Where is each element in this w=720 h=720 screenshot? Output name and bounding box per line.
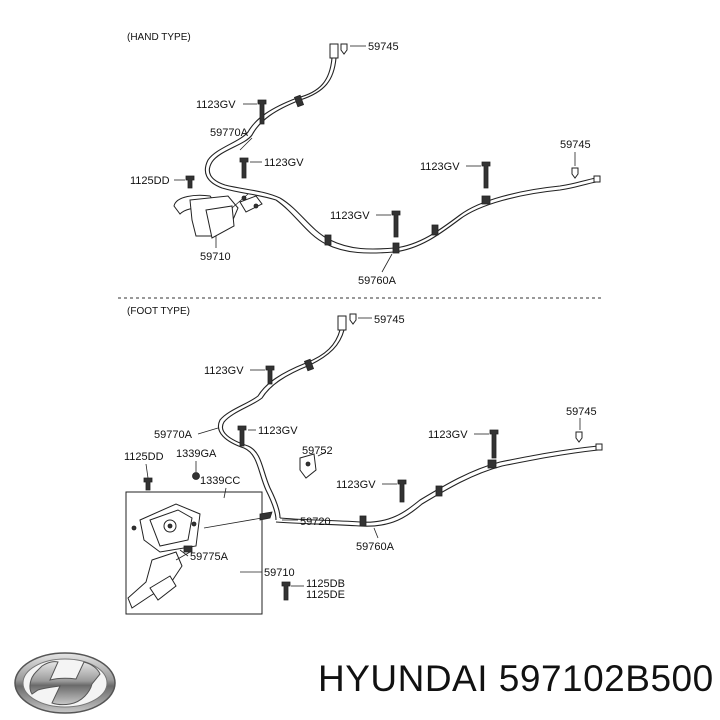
label-59710: 59710 <box>200 251 231 263</box>
hand-clip <box>324 234 332 246</box>
hand-cable-upper-left-2 <box>204 57 333 201</box>
label-1125dd: 1125DD <box>130 175 170 187</box>
cable-end-59720-icon <box>259 511 273 521</box>
bolt-icon <box>185 175 195 189</box>
label-1123gv: 1123GV <box>428 429 468 441</box>
label-59745: 59745 <box>368 41 399 53</box>
bolt-icon <box>281 581 291 601</box>
bolt-icon <box>257 99 267 125</box>
hyundai-logo-icon <box>14 652 116 714</box>
foot-clip <box>487 459 497 469</box>
label-59760a: 59760A <box>358 275 397 287</box>
foot-bracket-59752-icon <box>299 453 317 479</box>
label-59760a: 59760A <box>356 541 395 553</box>
foot-clip <box>359 515 367 527</box>
foot-clip <box>303 358 315 372</box>
bolt-icon <box>239 157 249 179</box>
label-1123gv: 1123GV <box>196 99 236 111</box>
label-1123gv: 1123GV <box>258 425 298 437</box>
label-1123gv: 1123GV <box>336 479 376 491</box>
hand-clip <box>392 242 400 254</box>
label-59752: 59752 <box>302 445 333 457</box>
brand-part-number: HYUNDAI 597102B500 <box>318 658 714 699</box>
hand-clip-59745-right-icon <box>571 167 579 179</box>
foot-clip <box>435 485 443 497</box>
label-1123gv: 1123GV <box>420 161 460 173</box>
bolt-icon <box>143 477 153 491</box>
bolt-icon <box>397 479 407 503</box>
foot-cable-end-right <box>595 443 603 451</box>
label-59720: 59720 <box>300 516 331 528</box>
bolt-icon <box>489 429 499 459</box>
hand-cable-end-top <box>329 43 339 59</box>
foot-pedal-assembly-icon <box>127 503 201 609</box>
section-label-foot-type: (FOOT TYPE) <box>127 306 190 317</box>
label-59745: 59745 <box>560 139 591 151</box>
label-1339ga: 1339GA <box>176 448 217 460</box>
bolt-icon <box>391 210 401 238</box>
label-59710: 59710 <box>264 567 295 579</box>
foot-clip-59745-top-icon <box>349 313 357 325</box>
bolt-icon <box>481 161 491 189</box>
hand-clip-59745-top-icon <box>340 43 348 55</box>
foot-cable-main-2 <box>275 449 599 527</box>
label-1125de: 1125DE <box>306 589 345 601</box>
foot-pedal-assembly-frame <box>125 491 263 615</box>
foot-cable-end-top <box>337 315 347 331</box>
hand-clip <box>293 94 305 108</box>
foot-cable-upper-left <box>222 329 345 519</box>
label-1125db: 1125DB <box>306 578 345 590</box>
hand-cable-main-2 <box>275 181 597 254</box>
foot-cable-main <box>279 445 599 523</box>
foot-clip-59745-right-icon <box>575 431 583 443</box>
hand-clip <box>431 224 439 236</box>
hand-cable-end-right <box>593 175 601 183</box>
label-1123gv: 1123GV <box>330 210 370 222</box>
label-59775a: 59775A <box>190 551 229 563</box>
label-1123gv: 1123GV <box>204 365 244 377</box>
bolt-icon <box>265 365 275 385</box>
label-1339cc: 1339CC <box>200 475 240 487</box>
label-59745: 59745 <box>374 314 405 326</box>
bolt-icon <box>237 425 247 447</box>
nut-icon <box>192 472 200 480</box>
label-1123gv: 1123GV <box>264 157 304 169</box>
hand-brake-lever-icon <box>173 193 263 239</box>
label-59745: 59745 <box>566 406 597 418</box>
label-59770a: 59770A <box>210 127 249 139</box>
label-59770a: 59770A <box>154 429 193 441</box>
section-label-hand-type: (HAND TYPE) <box>127 32 191 43</box>
hand-clip <box>481 195 491 205</box>
hand-cable-upper-left <box>208 57 337 199</box>
label-1125dd: 1125DD <box>124 451 164 463</box>
